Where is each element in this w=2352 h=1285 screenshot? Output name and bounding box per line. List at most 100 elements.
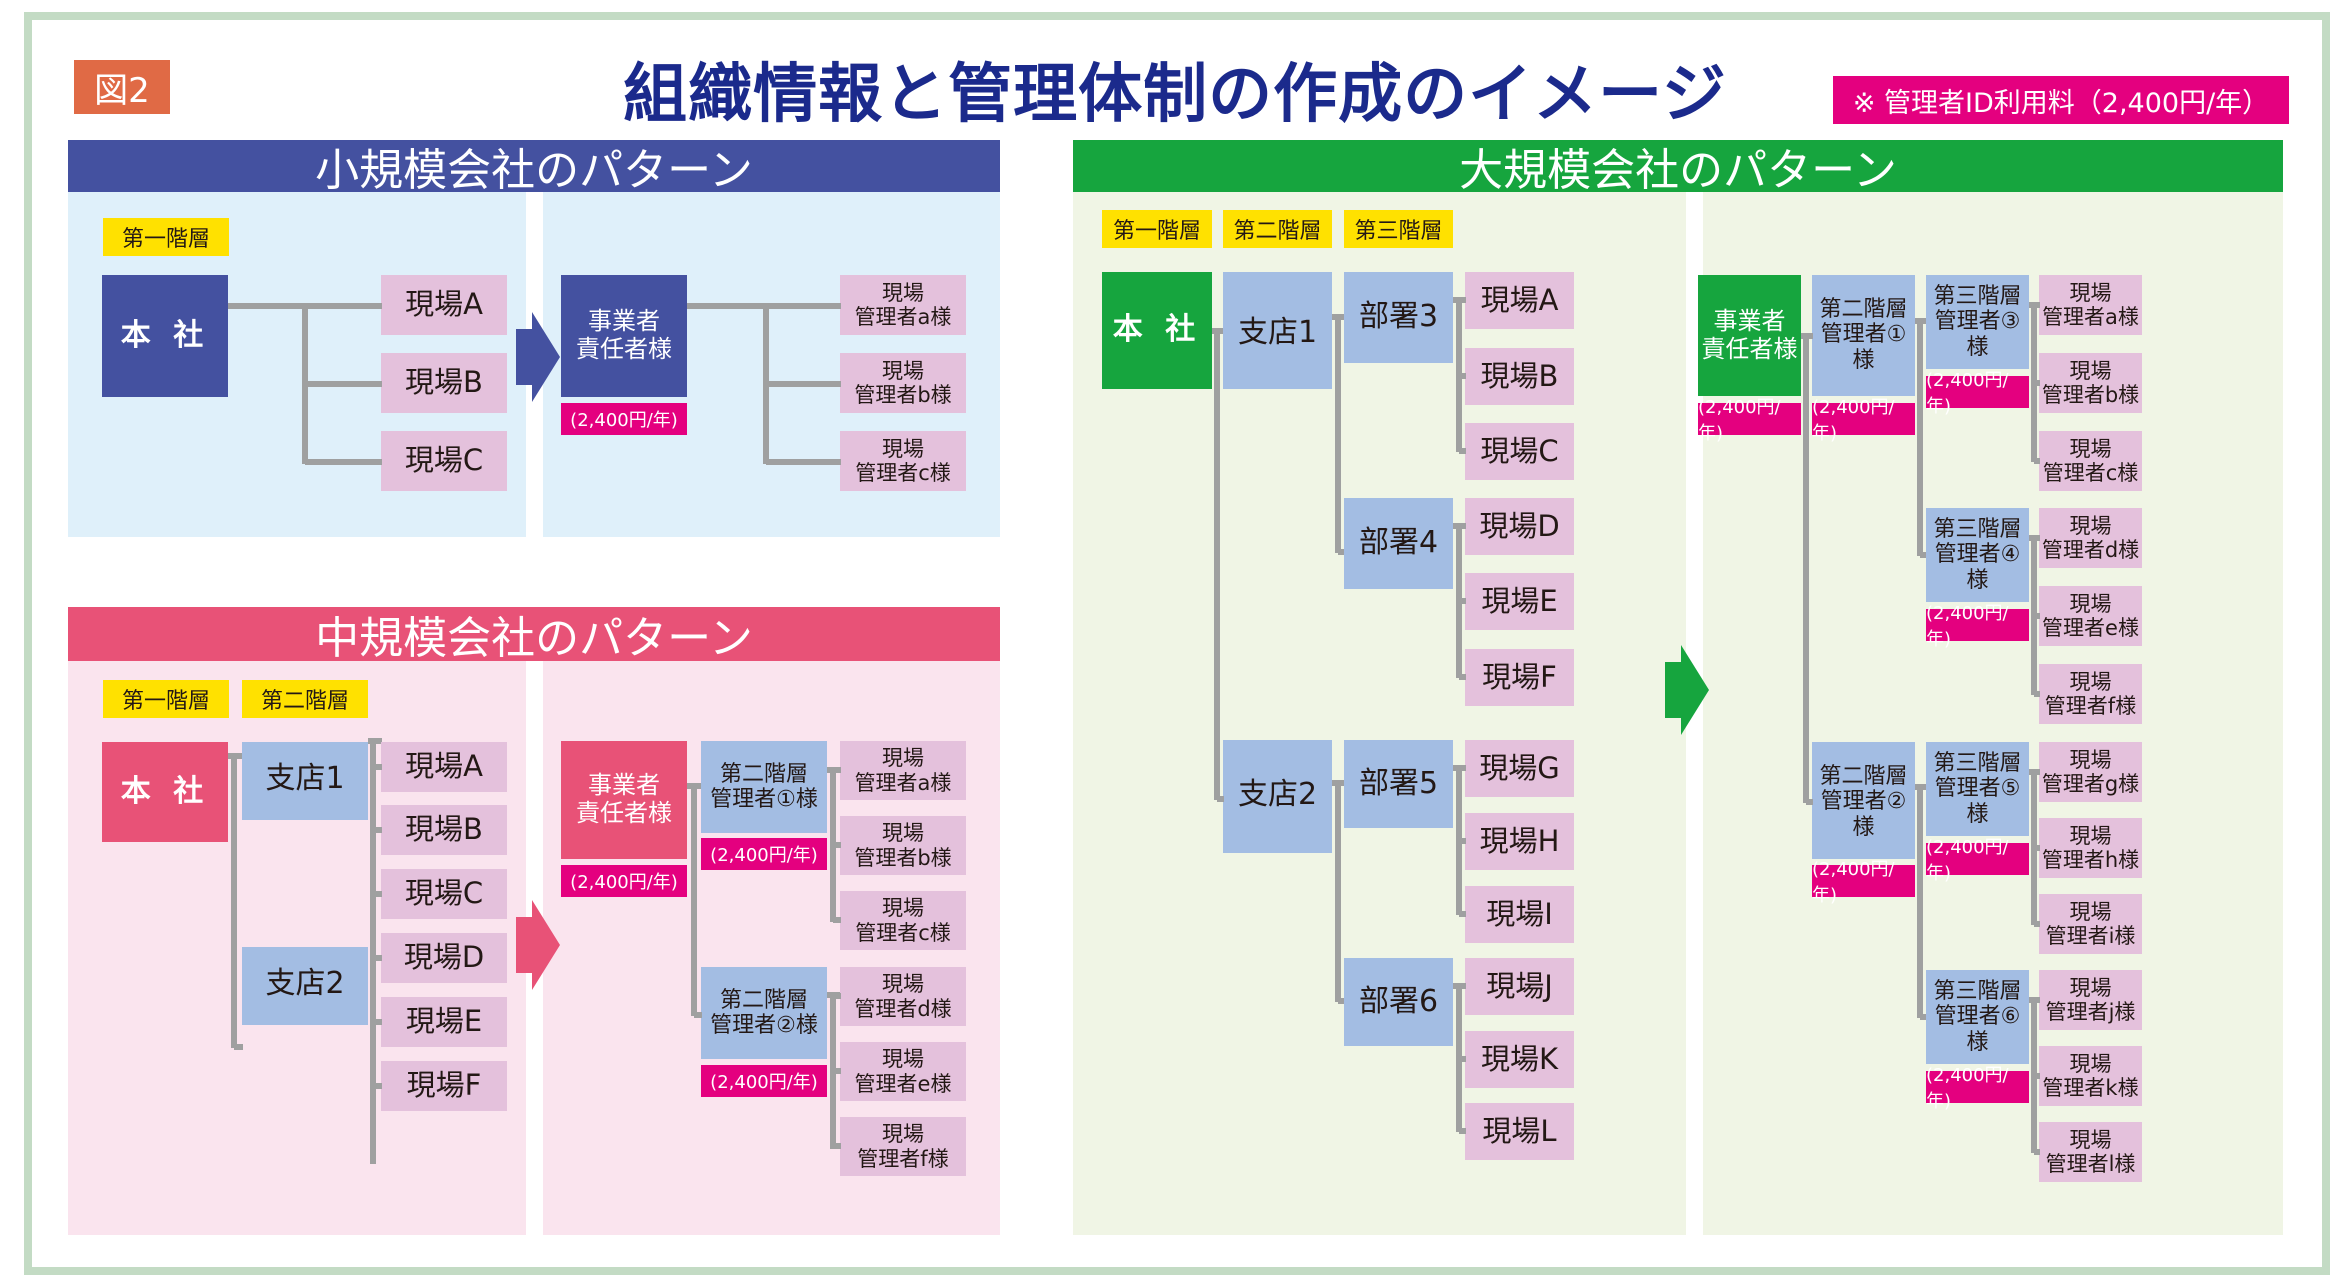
connector-line xyxy=(1917,787,1923,1018)
headquarters-box: 本 社 xyxy=(102,742,228,842)
small-pattern-header: 小規模会社のパターン xyxy=(68,140,1000,196)
site-box: 現場E xyxy=(381,997,507,1047)
second-tier-manager-box: 第二階層管理者②様 xyxy=(1812,742,1915,859)
connector-line xyxy=(2034,1149,2040,1155)
connector-line xyxy=(2034,691,2040,697)
connector-line xyxy=(2034,845,2040,851)
headquarters-box: 本 社 xyxy=(102,275,228,397)
connector-line xyxy=(1459,297,1466,303)
page-title: 組織情報と管理体制の作成のイメージ xyxy=(623,58,1727,132)
connector-line xyxy=(231,756,237,1048)
connector-line xyxy=(1217,796,1224,802)
fee-tag: (2,400円/年) xyxy=(561,865,687,897)
branch-box: 支店2 xyxy=(1223,740,1332,853)
site-box: 現場B xyxy=(381,805,507,855)
connector-line xyxy=(691,786,697,1016)
fee-tag: (2,400円/年) xyxy=(701,838,827,870)
fee-tag: (2,400円/年) xyxy=(701,1065,827,1097)
connector-line xyxy=(305,381,382,387)
connector-line xyxy=(370,741,376,1164)
third-tier-manager-box: 第三階層管理者③様 xyxy=(1926,275,2029,369)
site-box: 現場C xyxy=(1465,423,1574,480)
site-manager-box: 現場管理者b様 xyxy=(840,353,966,413)
site-manager-box: 現場管理者d様 xyxy=(2039,508,2142,568)
site-manager-box: 現場管理者j様 xyxy=(2039,970,2142,1030)
connector-line xyxy=(2034,769,2040,775)
connector-line xyxy=(766,381,841,387)
site-box: 現場B xyxy=(1465,348,1574,405)
connector-line xyxy=(766,303,841,309)
site-box: 現場G xyxy=(1465,740,1574,797)
third-tier-manager-box: 第三階層管理者⑥様 xyxy=(1926,970,2029,1064)
site-manager-box: 現場管理者a様 xyxy=(840,741,966,800)
connector-line xyxy=(833,917,841,923)
connector-line xyxy=(833,1068,841,1074)
large-pattern-header: 大規模会社のパターン xyxy=(1073,140,2283,196)
site-box: 現場D xyxy=(381,933,507,983)
site-box: 現場L xyxy=(1465,1103,1574,1160)
connector-line xyxy=(2034,302,2040,308)
responsible-person-box: 事業者責任者様 xyxy=(561,275,687,397)
connector-line xyxy=(1917,321,1923,556)
tier-label-first: 第一階層 xyxy=(103,218,229,256)
branch-box: 支店1 xyxy=(1223,272,1332,389)
third-tier-manager-box: 第三階層管理者⑤様 xyxy=(1926,742,2029,836)
site-manager-box: 現場管理者c様 xyxy=(2039,431,2142,491)
connector-line xyxy=(1459,523,1466,529)
site-manager-box: 現場管理者a様 xyxy=(840,275,966,335)
site-manager-box: 現場管理者e様 xyxy=(2039,586,2142,646)
connector-line xyxy=(833,842,841,848)
tier-label-second: 第二階層 xyxy=(1223,210,1332,248)
tier-label-second: 第二階層 xyxy=(242,680,368,718)
site-manager-box: 現場管理者b様 xyxy=(2039,353,2142,413)
site-box: 現場I xyxy=(1465,886,1574,943)
site-box: 現場J xyxy=(1465,958,1574,1015)
site-manager-box: 現場管理者e様 xyxy=(840,1042,966,1101)
connector-line xyxy=(833,767,841,773)
second-tier-manager-box: 第二階層管理者①様 xyxy=(1812,275,1915,396)
connector-line xyxy=(1459,1056,1466,1062)
fee-tag: (2,400円/年) xyxy=(1812,859,1915,906)
connector-line xyxy=(1338,549,1345,555)
site-box: 現場C xyxy=(381,869,507,919)
fee-tag: (2,400円/年) xyxy=(1698,397,1801,444)
site-box: 現場E xyxy=(1465,573,1574,630)
connector-line xyxy=(1459,983,1466,989)
connector-line xyxy=(1920,552,1927,558)
site-manager-box: 現場管理者f様 xyxy=(2039,664,2142,724)
connector-line xyxy=(234,1044,243,1050)
site-manager-box: 現場管理者f様 xyxy=(840,1117,966,1176)
site-manager-box: 現場管理者c様 xyxy=(840,431,966,491)
connector-line xyxy=(373,891,382,897)
connector-line xyxy=(1459,1128,1466,1134)
connector-line xyxy=(2034,535,2040,541)
connector-line xyxy=(1459,598,1466,604)
site-manager-box: 現場管理者i様 xyxy=(2039,894,2142,954)
department-box: 部署6 xyxy=(1344,958,1453,1046)
department-box: 部署4 xyxy=(1344,498,1453,589)
connector-line xyxy=(2034,921,2040,927)
connector-line xyxy=(373,955,382,961)
connector-line xyxy=(1803,336,1809,803)
fee-tag: (2,400円/年) xyxy=(1926,603,2029,650)
connector-line xyxy=(1806,799,1813,805)
site-manager-box: 現場管理者h様 xyxy=(2039,818,2142,878)
site-manager-box: 現場管理者a様 xyxy=(2039,275,2142,335)
site-box: 現場H xyxy=(1465,813,1574,870)
site-manager-box: 現場管理者b様 xyxy=(840,816,966,875)
site-box: 現場F xyxy=(1465,649,1574,706)
arrow-right-icon xyxy=(1665,645,1709,735)
tier-label-third: 第三階層 xyxy=(1344,210,1453,248)
connector-line xyxy=(1335,317,1341,553)
site-manager-box: 現場管理者l様 xyxy=(2039,1122,2142,1182)
connector-line xyxy=(1459,911,1466,917)
connector-line xyxy=(305,459,382,465)
second-tier-manager-box: 第二階層管理者①様 xyxy=(701,741,827,833)
connector-line xyxy=(2034,997,2040,1003)
site-box: 現場F xyxy=(381,1061,507,1111)
second-tier-manager-box: 第二階層管理者②様 xyxy=(701,967,827,1059)
connector-line xyxy=(2034,1073,2040,1079)
connector-line xyxy=(833,993,841,999)
site-box: 現場C xyxy=(381,431,507,491)
tier-label-first: 第一階層 xyxy=(1102,210,1212,248)
